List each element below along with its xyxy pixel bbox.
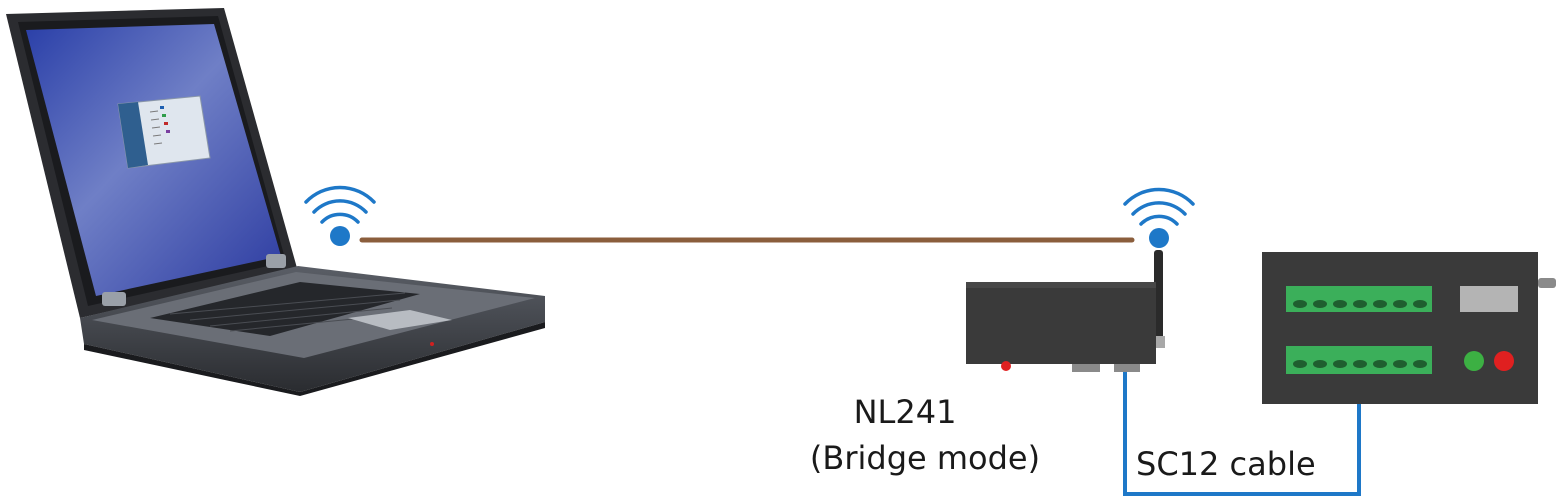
sc12-cable-label: SC12 cable	[1136, 445, 1316, 483]
nl241-device-icon	[966, 250, 1165, 372]
nl241-label: NL241	[853, 393, 957, 431]
nl241-mode-label: (Bridge mode)	[809, 439, 1041, 477]
wifi-icon	[304, 185, 376, 246]
laptop-keyboard	[150, 282, 420, 336]
laptop-icon	[6, 8, 545, 396]
sc12-cable-line	[1123, 372, 1361, 496]
app-window-icon	[117, 95, 211, 169]
datalogger-device-icon	[1262, 252, 1556, 404]
wifi-icon	[1123, 187, 1195, 248]
laptop-touchpad	[348, 310, 452, 330]
